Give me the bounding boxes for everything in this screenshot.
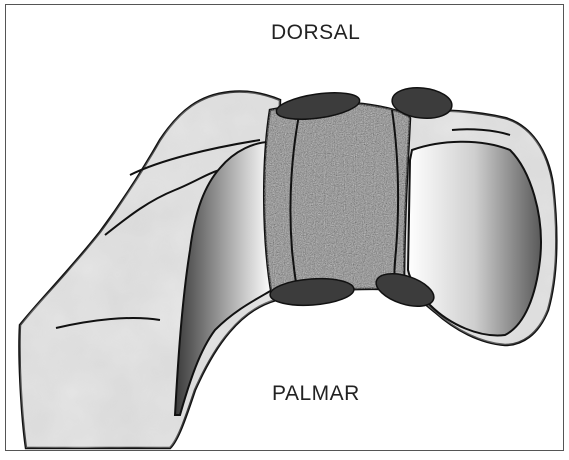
dorsal-label: DORSAL (271, 21, 360, 45)
right-bone (402, 110, 556, 345)
bone-graft-block (264, 103, 410, 296)
palmar-label: PALMAR (272, 382, 360, 406)
